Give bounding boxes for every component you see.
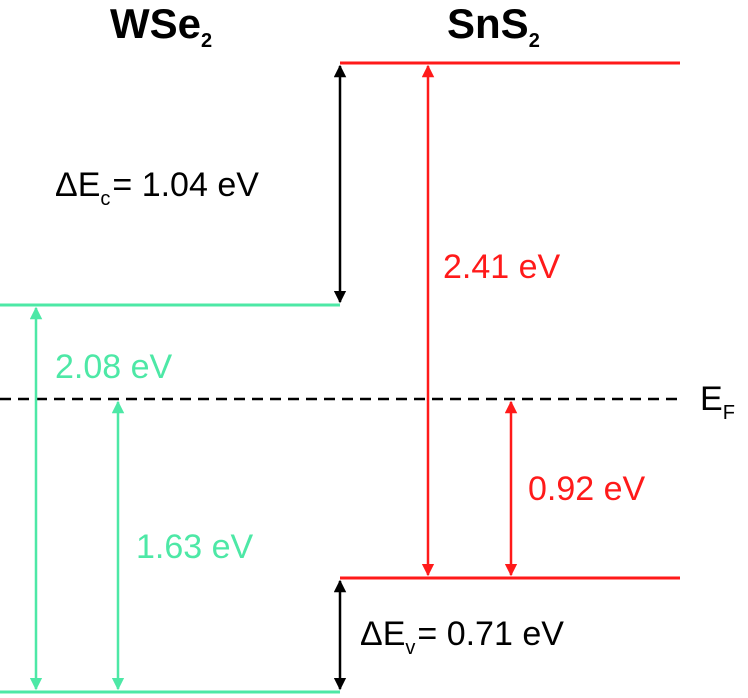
wse2-bandgap-label: 2.08 eV — [55, 348, 173, 386]
wse2-vbm-fermi-label: 1.63 eV — [136, 528, 254, 566]
sns2-bandgap-label: 2.41 eV — [443, 248, 561, 286]
delta-ev-label: ΔEv= 0.71 eV — [360, 615, 564, 659]
sns2-vbm-fermi-label: 0.92 eV — [528, 470, 646, 508]
wse2-title: WSe2 — [110, 0, 212, 52]
sns2-title: SnS2 — [447, 0, 540, 52]
delta-ec-label: ΔEc= 1.04 eV — [55, 166, 259, 210]
fermi-level-label: EF — [700, 380, 735, 424]
